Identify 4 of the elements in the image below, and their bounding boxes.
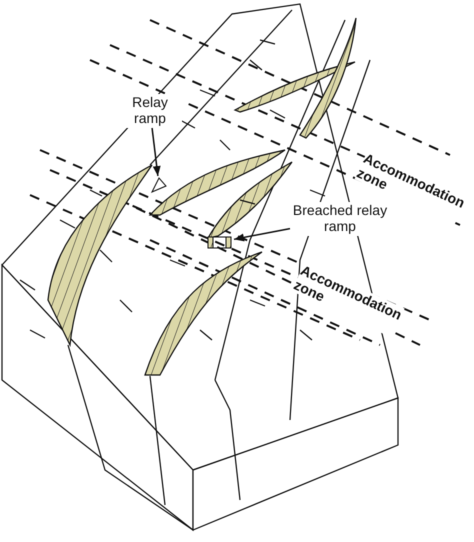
relay-ramp (150, 176, 168, 194)
breached-ramp (206, 234, 234, 250)
leader-arrow (234, 228, 290, 242)
leader-arrow (151, 128, 161, 176)
